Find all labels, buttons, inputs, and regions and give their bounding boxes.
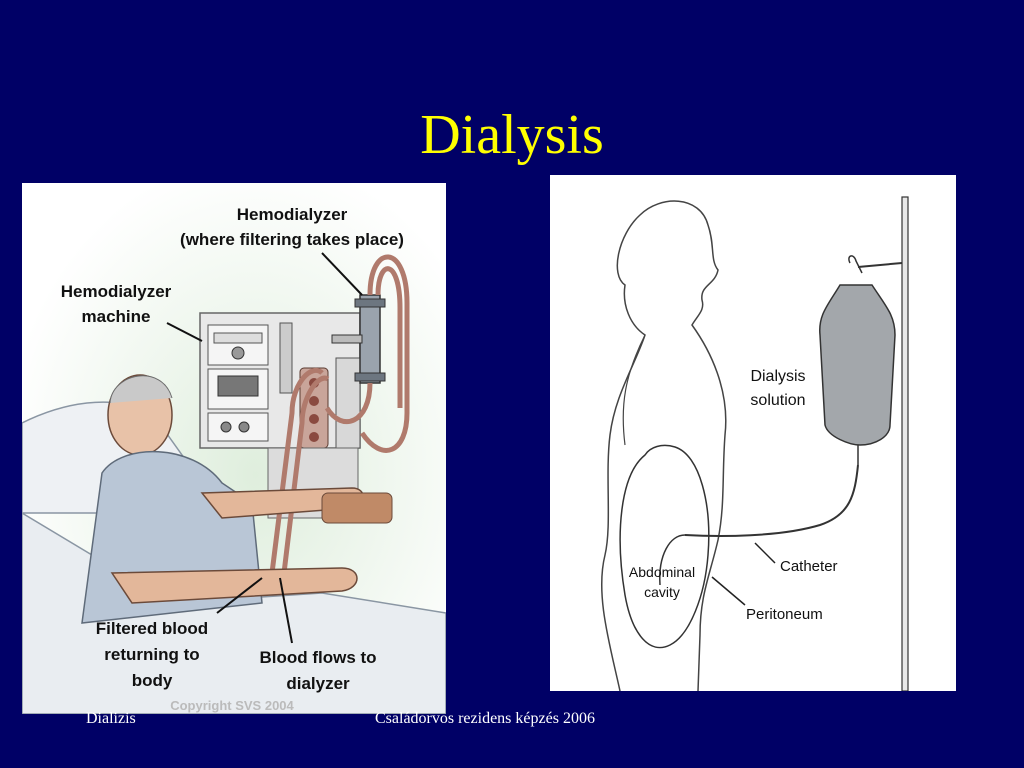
dialysis-bag	[819, 284, 896, 446]
peritoneal-dialysis-illustration: Dialysis solution Catheter Abdominal cav…	[550, 175, 956, 691]
label-abdominal-1: Abdominal	[629, 564, 695, 580]
label-filtered-2: returning to	[104, 645, 199, 664]
label-machine-1: Hemodialyzer	[61, 282, 172, 301]
label-flows-1: Blood flows to	[259, 648, 376, 667]
slide-title: Dialysis	[420, 104, 604, 166]
blood-tubing	[269, 254, 410, 574]
label-catheter: Catheter	[780, 558, 838, 575]
label-flows-2: dialyzer	[286, 674, 350, 693]
copyright-watermark: Copyright SVS 2004	[170, 698, 294, 713]
iv-pole	[901, 196, 909, 691]
label-peritoneum: Peritoneum	[746, 606, 823, 623]
footer-center-text: Családorvos rezidens képzés 2006	[375, 710, 595, 727]
hemodialyzer-cartridge	[331, 294, 386, 384]
label-machine-2: machine	[82, 307, 151, 326]
footer-left-text: Dializis	[86, 710, 136, 727]
label-solution-2: solution	[750, 392, 805, 409]
hemodialysis-illustration: Hemodialyzer (where filtering takes plac…	[22, 183, 446, 714]
label-filtered-1: Filtered blood	[96, 619, 208, 638]
label-hemodialyzer-2: (where filtering takes place)	[180, 230, 404, 249]
label-abdominal-2: cavity	[644, 584, 680, 600]
label-hemodialyzer-1: Hemodialyzer	[237, 205, 348, 224]
abdominal-cavity	[619, 444, 710, 649]
label-filtered-3: body	[132, 671, 173, 690]
catheter-tube	[684, 464, 859, 537]
hemodialysis-drawing: Hemodialyzer (where filtering takes plac…	[22, 183, 446, 714]
body-outline	[600, 200, 727, 691]
label-solution-1: Dialysis	[750, 368, 805, 385]
patient-figure	[81, 374, 393, 624]
peritoneal-drawing: Dialysis solution Catheter Abdominal cav…	[600, 196, 909, 691]
